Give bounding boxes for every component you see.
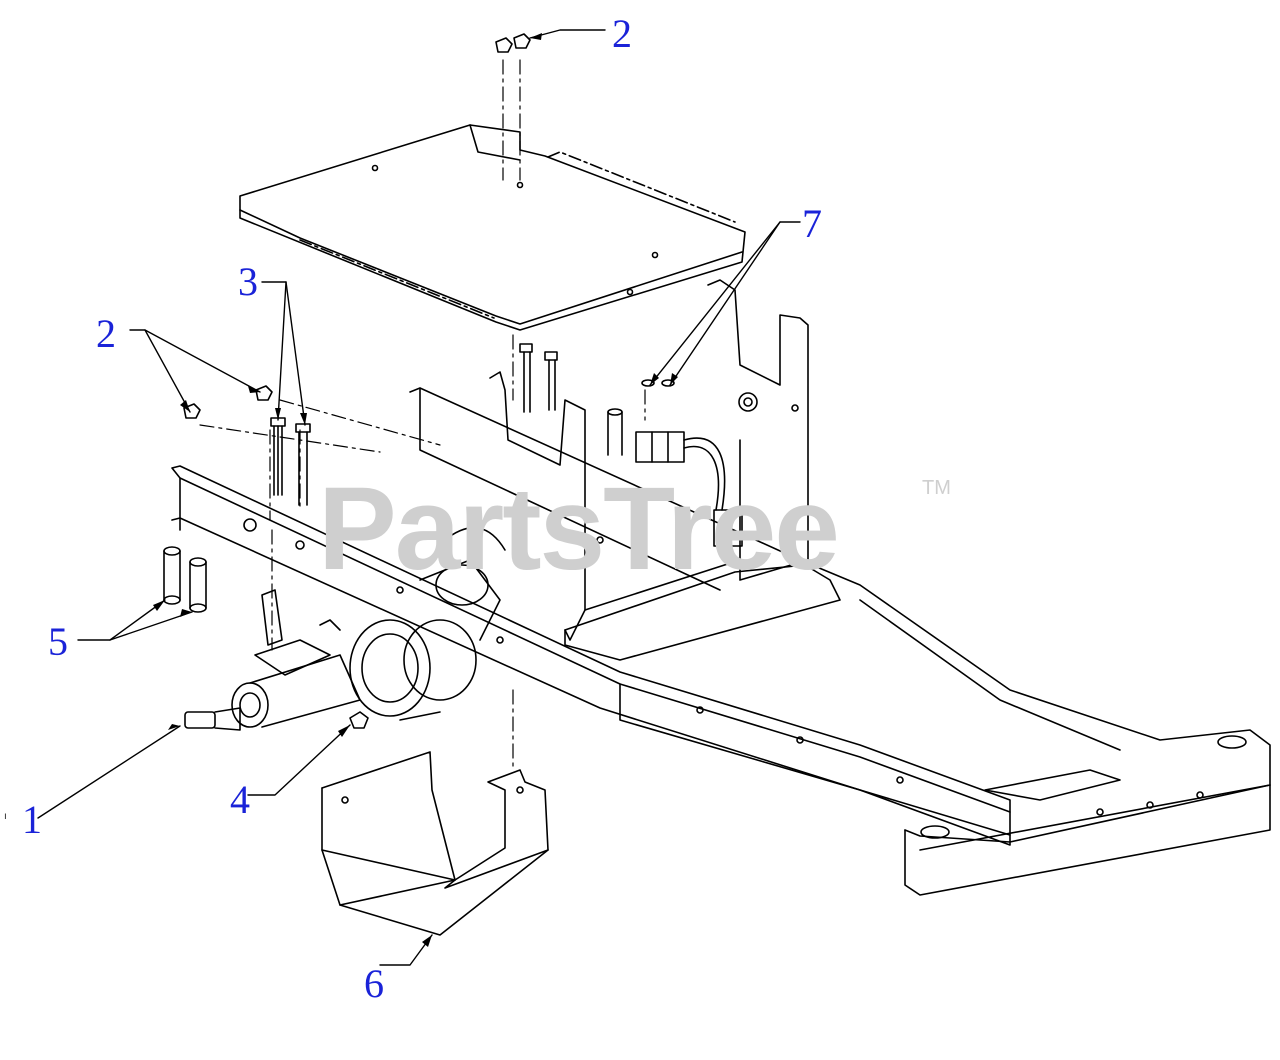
leader-lines bbox=[38, 30, 800, 965]
nut-parts-2 bbox=[184, 34, 530, 418]
cover-plate bbox=[240, 125, 745, 330]
alignment-lines bbox=[200, 60, 645, 770]
seat-mount-bracket bbox=[490, 280, 840, 660]
chassis-frame bbox=[172, 388, 1270, 895]
wiring-harness bbox=[445, 380, 742, 550]
watermark-trademark: TM bbox=[922, 477, 951, 499]
shield-plate bbox=[322, 752, 548, 935]
bolt-group-3 bbox=[271, 344, 557, 505]
transaxle-assembly bbox=[185, 560, 500, 730]
callout-6[interactable]: 6 bbox=[364, 961, 384, 1006]
callout-5[interactable]: 5 bbox=[48, 619, 68, 664]
callout-1[interactable]: 1 bbox=[22, 797, 42, 842]
callout-2-left[interactable]: 2 bbox=[96, 311, 116, 356]
callout-2-top[interactable]: 2 bbox=[612, 11, 632, 56]
callout-7[interactable]: 7 bbox=[802, 201, 822, 246]
callout-4[interactable]: 4 bbox=[230, 777, 250, 822]
spacer-tubes-5 bbox=[164, 409, 622, 612]
edge-tick-mark: ı bbox=[4, 811, 7, 822]
watermark-text: PartsTree bbox=[318, 463, 840, 595]
callout-3[interactable]: 3 bbox=[238, 259, 258, 304]
